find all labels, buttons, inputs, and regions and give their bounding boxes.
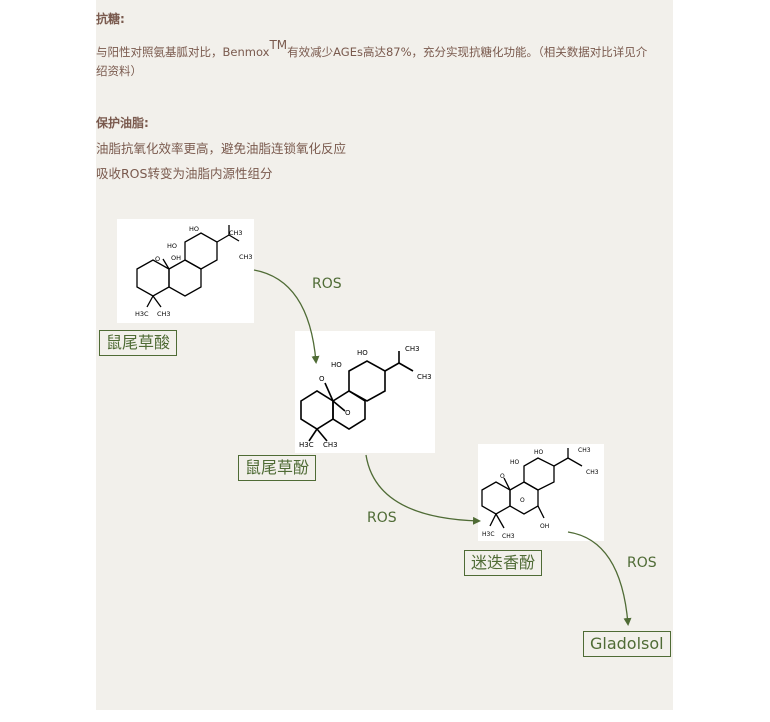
reaction-arrows	[253, 269, 632, 626]
carnosic-acid-structure: HO HO OH O CH3 CH3 H3C CH3	[117, 219, 254, 323]
lipid-protection-line2: 吸收ROS转变为油脂内源性组分	[96, 166, 273, 181]
mol2-ch3-label-a: CH3	[405, 345, 420, 353]
edge-label-ros-3: ROS	[627, 555, 657, 571]
mol3-ho-label-a: HO	[510, 459, 520, 466]
content-panel: 抗糖: 与阳性对照氨基胍对比，BenmoxTM有效减少AGEs高达87%，充分实…	[96, 0, 673, 710]
anti-glycation-line1: 与阳性对照氨基胍对比，BenmoxTM有效减少AGEs高达87%，充分实现抗糖化…	[96, 38, 647, 60]
mol2-h3c-label: H3C	[299, 441, 314, 449]
node-gladolsol: Gladolsol	[583, 631, 671, 657]
lipid-protection-line1: 油脂抗氧化效率更高，避免油脂连锁氧化反应	[96, 141, 347, 156]
mol3-oh-label: OH	[540, 523, 549, 530]
lipid-protection-title: 保护油脂:	[96, 116, 149, 130]
mol1-ho-label-a: HO	[167, 242, 177, 250]
mol3-o-label-b: O	[520, 497, 525, 504]
mol2-o-label-b: O	[345, 409, 351, 417]
rosmanol-structure: HO HO O O OH CH3 CH3 H3C CH3	[478, 444, 604, 541]
edge-label-ros-1: ROS	[312, 276, 342, 292]
mol1-h3c-label: H3C	[135, 310, 149, 318]
mol1-ch3-label-a: CH3	[229, 229, 243, 237]
mol2-ho-label-b: HO	[357, 349, 368, 357]
carnosol-structure-drawing: HO HO O O CH3 CH3 H3C CH3	[299, 345, 432, 449]
mol3-h3c-label: H3C	[482, 531, 495, 538]
mol2-o-label-a: O	[319, 375, 325, 383]
anti-glycation-line2: 绍资料）	[96, 64, 142, 78]
mol2-ch3-label-c: CH3	[323, 441, 338, 449]
node-rosmanol: 迷迭香酚	[464, 550, 543, 576]
node-carnosol: 鼠尾草酚	[238, 455, 317, 481]
carnosol-structure: HO HO O O CH3 CH3 H3C CH3	[295, 331, 435, 453]
carnosic-acid-structure-drawing: HO HO OH O CH3 CH3 H3C CH3	[135, 225, 253, 318]
mol3-ho-label-b: HO	[534, 449, 544, 456]
mol2-ho-label-a: HO	[331, 361, 342, 369]
arrow-3	[567, 531, 632, 626]
edge-label-ros-2: ROS	[367, 510, 397, 526]
arrow-1	[253, 269, 320, 364]
mol1-o-label: O	[155, 255, 160, 263]
mol3-ch3-label-a: CH3	[578, 447, 591, 454]
anti-glycation-title: 抗糖:	[96, 12, 125, 26]
mol3-ch3-label-b: CH3	[586, 469, 599, 476]
mol1-oh-label: OH	[171, 254, 181, 262]
rosmanol-structure-drawing: HO HO O O OH CH3 CH3 H3C CH3	[481, 447, 599, 540]
mol1-ho-label-b: HO	[189, 225, 199, 233]
node-carnosic-acid: 鼠尾草酸	[99, 330, 178, 356]
mol1-ch3-label-c: CH3	[157, 310, 171, 318]
anti-glycation-text-after: 有效减少AGEs高达87%，充分实现抗糖化功能。（相关数据对比详见介	[287, 45, 648, 59]
mol3-o-label-a: O	[500, 473, 505, 480]
anti-glycation-text-before: 与阳性对照氨基胍对比，Benmox	[96, 45, 270, 59]
mol2-ch3-label-b: CH3	[417, 373, 432, 381]
arrow-2	[365, 454, 481, 525]
mol3-ch3-label-c: CH3	[502, 533, 515, 540]
mol1-ch3-label-b: CH3	[239, 253, 253, 261]
trademark-sup: TM	[269, 38, 288, 52]
